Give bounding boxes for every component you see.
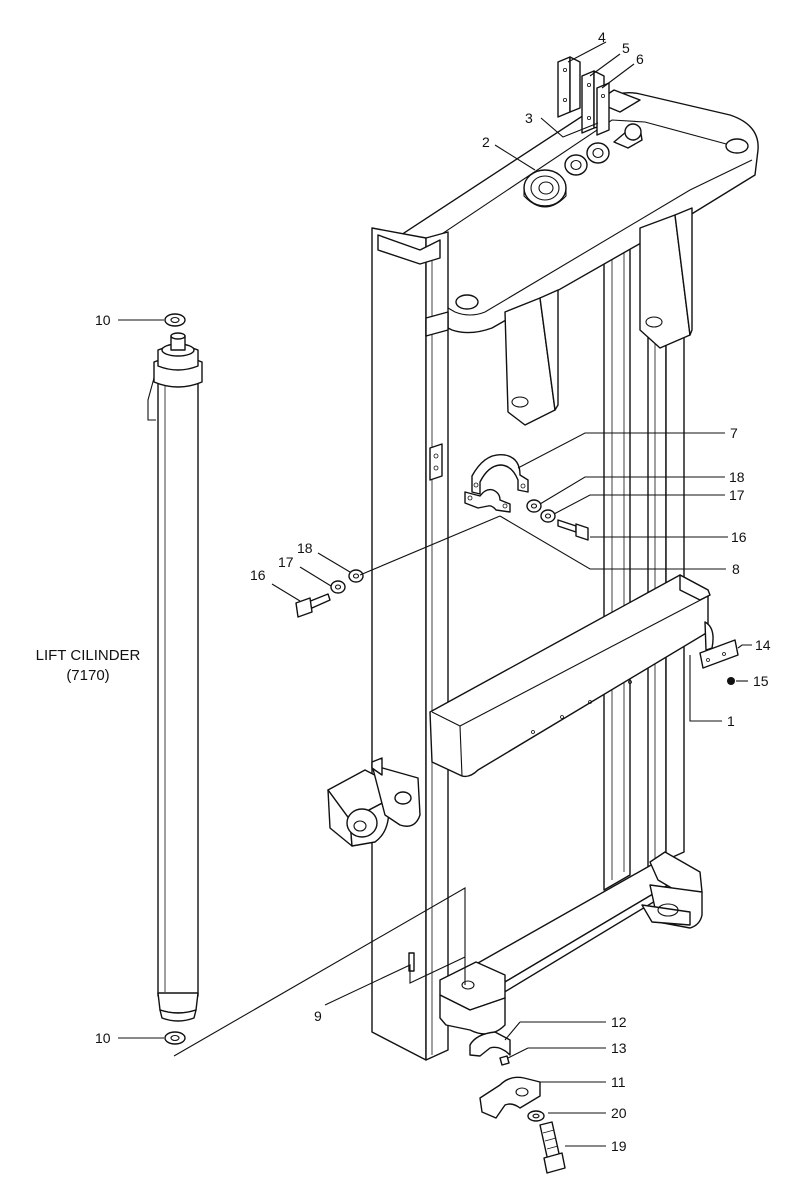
pin-13 bbox=[499, 1055, 510, 1066]
chain-anchor-plates bbox=[557, 56, 610, 136]
callout-1: 1 bbox=[727, 713, 735, 729]
roller-bearing-2 bbox=[523, 169, 567, 208]
callout-4: 4 bbox=[598, 29, 606, 45]
callout-7: 7 bbox=[730, 425, 738, 441]
callout-9: 9 bbox=[314, 1008, 322, 1024]
callout-20: 20 bbox=[611, 1105, 627, 1121]
mast-bottom-crossbar bbox=[447, 851, 703, 1009]
callout-14: 14 bbox=[755, 637, 771, 653]
callout-18-right: 18 bbox=[729, 469, 745, 485]
callout-10-bottom: 10 bbox=[95, 1030, 111, 1046]
plate-14 bbox=[699, 639, 739, 669]
nut-15 bbox=[727, 677, 735, 685]
clamp-8 bbox=[464, 488, 511, 513]
mast-left-channel bbox=[371, 227, 449, 1061]
pin-9 bbox=[408, 952, 415, 972]
callout-19: 19 bbox=[611, 1138, 627, 1154]
callout-8: 8 bbox=[732, 561, 740, 577]
bolt-group-right bbox=[526, 499, 589, 541]
callout-18-left: 18 bbox=[297, 540, 313, 556]
callout-16-left: 16 bbox=[250, 567, 266, 583]
callout-16-right: 16 bbox=[731, 529, 747, 545]
callout-5: 5 bbox=[622, 40, 630, 56]
roller-pin bbox=[613, 123, 643, 149]
lift-cylinder bbox=[147, 332, 203, 1022]
callout-15: 15 bbox=[753, 673, 769, 689]
callout-6: 6 bbox=[636, 51, 644, 67]
washer-10-bottom bbox=[164, 1031, 186, 1045]
mast-middle-crossbar bbox=[429, 574, 714, 778]
callout-17-left: 17 bbox=[278, 554, 294, 570]
crossbar-bracket-right bbox=[639, 207, 693, 349]
bolt-19 bbox=[539, 1121, 566, 1174]
callout-17-right: 17 bbox=[729, 487, 745, 503]
callout-10-top: 10 bbox=[95, 312, 111, 328]
washer-10-top bbox=[164, 313, 186, 327]
crossbar-bracket-left bbox=[504, 289, 559, 426]
callout-labels: 4 5 6 3 2 7 18 17 16 8 18 17 16 14 15 1 … bbox=[95, 29, 771, 1154]
callout-3: 3 bbox=[525, 110, 533, 126]
callout-11: 11 bbox=[611, 1074, 626, 1090]
washer-20 bbox=[527, 1110, 545, 1122]
clamp-7 bbox=[471, 453, 529, 495]
cap-11 bbox=[479, 1076, 541, 1119]
callout-13: 13 bbox=[611, 1040, 627, 1056]
mast-top-crossbar bbox=[377, 89, 759, 334]
mast-bottom-foot bbox=[439, 961, 506, 1035]
tilt-pivot-bracket bbox=[327, 757, 421, 847]
leader-lines bbox=[118, 41, 752, 1147]
mast-rear-rail bbox=[603, 174, 631, 891]
bolt-group-left bbox=[295, 569, 364, 618]
shim-3 bbox=[564, 142, 610, 176]
callout-12: 12 bbox=[611, 1014, 627, 1030]
callout-2: 2 bbox=[482, 134, 490, 150]
bushing-12 bbox=[469, 1031, 511, 1057]
cylinder-code: (7170) bbox=[66, 667, 109, 684]
cylinder-title: LIFT CILINDER bbox=[36, 647, 141, 664]
